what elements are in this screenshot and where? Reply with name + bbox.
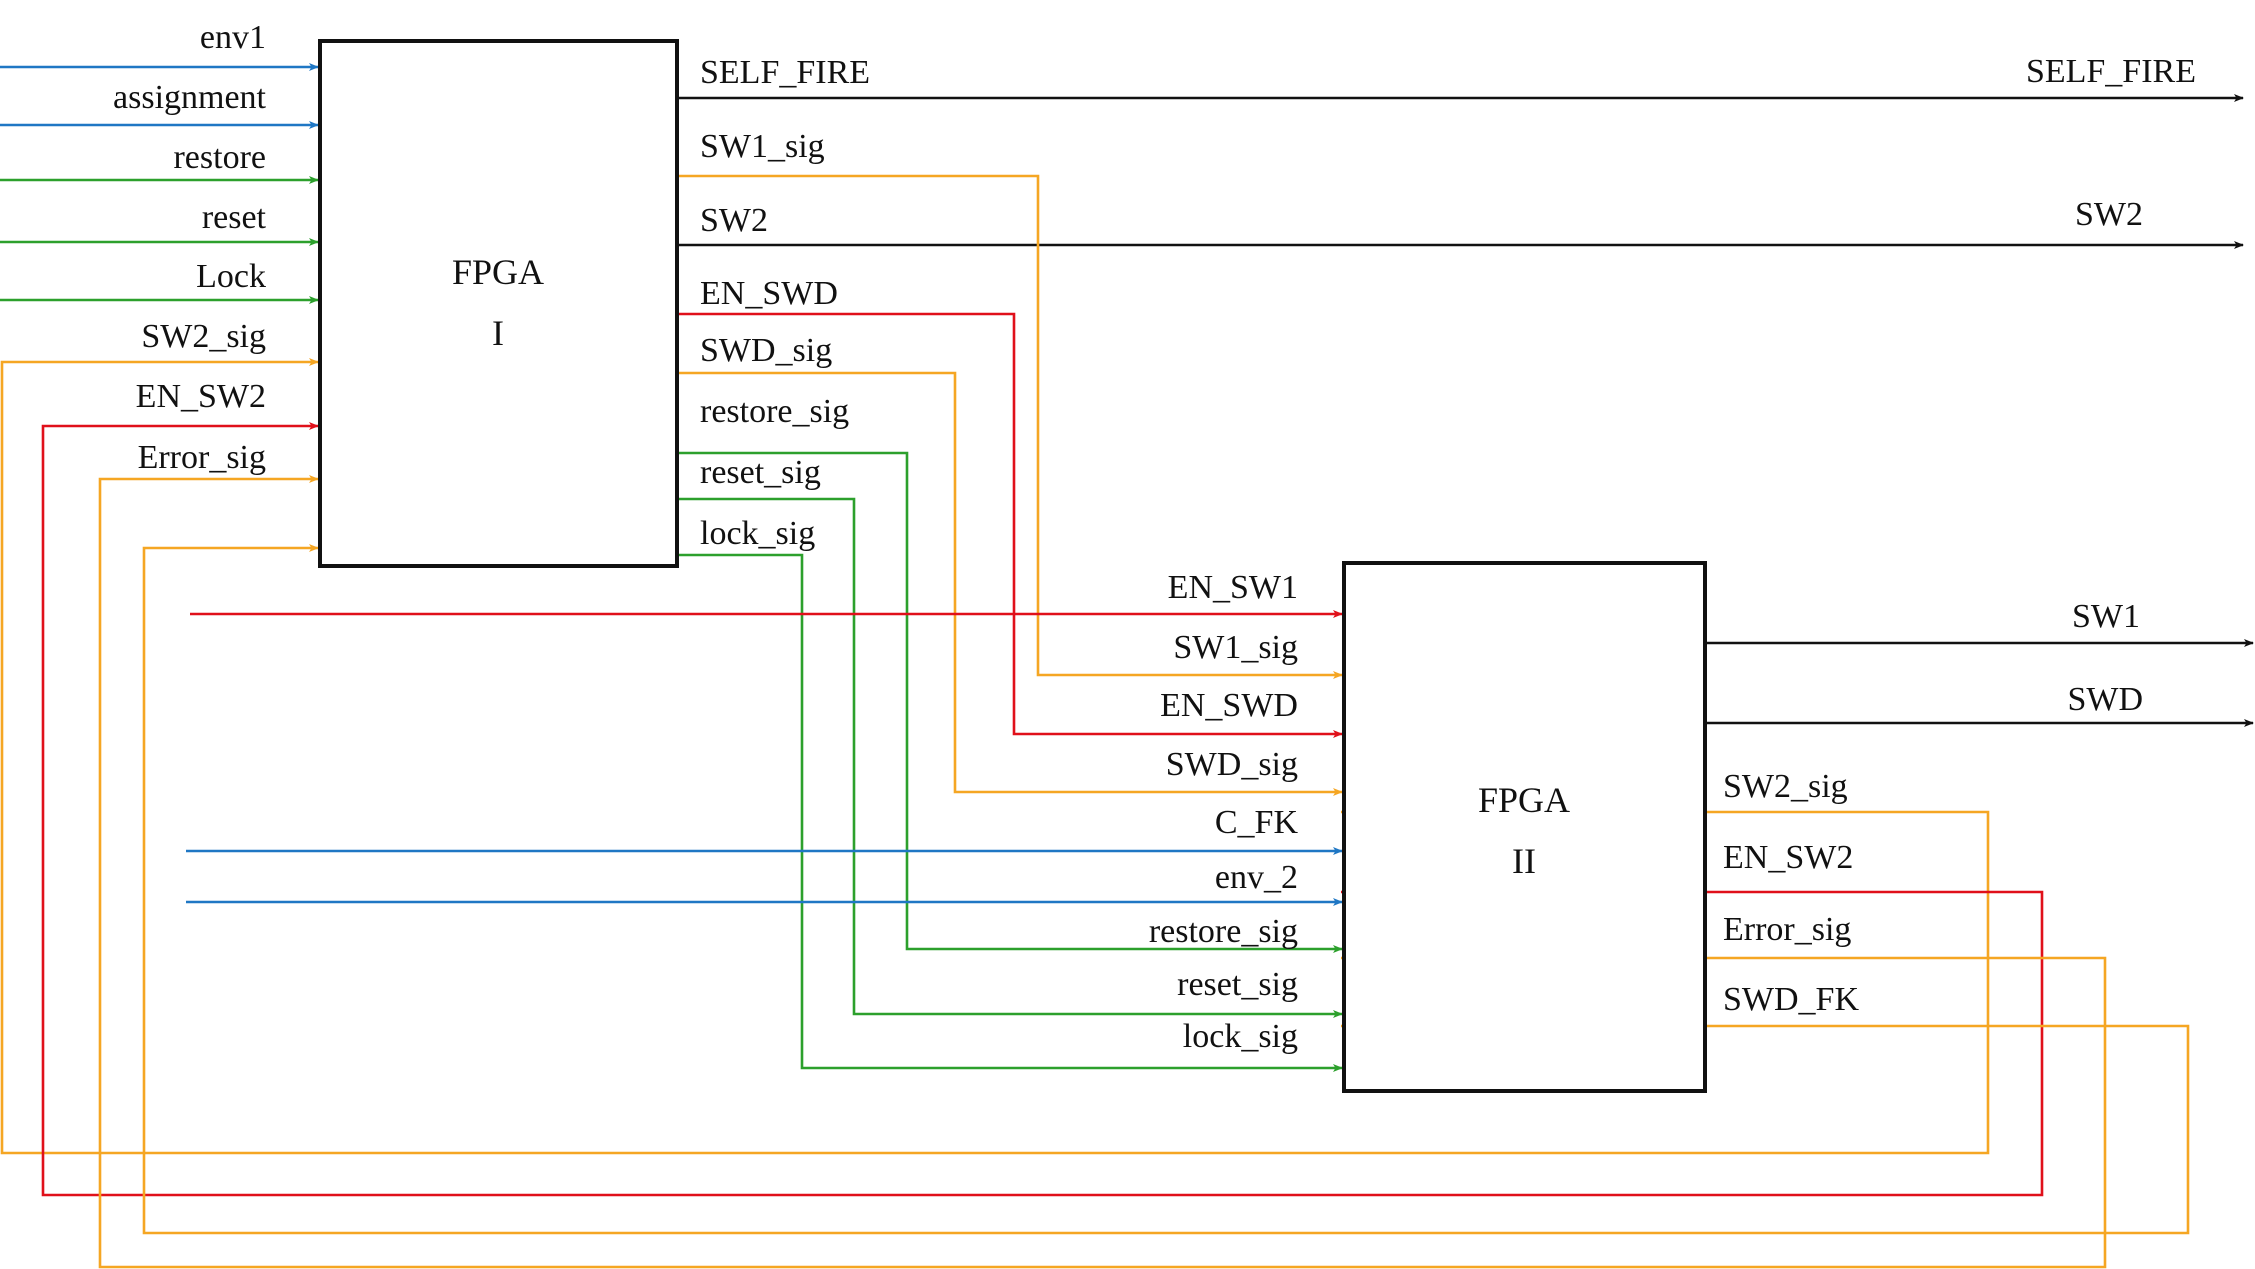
fpga1-title-line1: FPGA [452, 252, 544, 292]
fpga1-title-line2: I [492, 313, 504, 353]
fpga2-input-label: restore_sig [1149, 913, 1298, 950]
fpga1-output-label: SW1_sig [700, 128, 825, 165]
wire-sw2-sig-feedback [0, 358, 1990, 1155]
self-fire-out-label: SELF_FIRE [2026, 53, 2196, 90]
fpga1-input-label: env1 [200, 19, 266, 56]
fpga1-output-label: restore_sig [700, 393, 849, 430]
fpga2-output-label: SWD_FK [1723, 981, 1859, 1018]
fpga1-input-label: assignment [113, 79, 267, 116]
wire-swd-fk-feedback [142, 544, 2190, 1235]
fpga1-output-label: SW2 [700, 202, 768, 239]
fpga2-output-label: Error_sig [1723, 911, 1851, 948]
fpga1-output-labels: SELF_FIRE SW1_sig SW2 EN_SWD SWD_sig res… [700, 54, 870, 552]
sw2-out-label: SW2 [2075, 196, 2143, 233]
fpga2-input-label: SWD_sig [1166, 746, 1298, 783]
fpga1-output-label: EN_SWD [700, 275, 838, 312]
fpga1-input-label: reset [202, 199, 267, 236]
wire-error-sig-feedback [98, 475, 2107, 1269]
fpga1-input-label: Lock [196, 258, 266, 295]
fpga2-input-label: EN_SW1 [1168, 569, 1298, 606]
fpga2-input-label: SW1_sig [1173, 629, 1298, 666]
fpga2-output-label: SW1 [2072, 598, 2140, 635]
fpga1-output-label: reset_sig [700, 454, 821, 491]
fpga2-input-label: reset_sig [1177, 966, 1298, 1003]
fpga2-input-label: C_FK [1215, 804, 1299, 841]
wires [0, 63, 2254, 1269]
fpga1-output-label: lock_sig [700, 515, 815, 552]
wire-lock-sig [677, 553, 1343, 1072]
wire-swd-sig [677, 371, 1343, 796]
fpga2-box [1342, 561, 1707, 1093]
fpga1-block: FPGA I [318, 39, 679, 568]
fpga1-input-labels: env1 assignment restore reset Lock SW2_s… [113, 19, 267, 476]
external-output-labels: SELF_FIRE SW2 [2026, 53, 2196, 233]
fpga2-output-labels: SW1 SWD SW2_sig EN_SW2 Error_sig SWD_FK [1723, 598, 2143, 1018]
fpga1-output-label: SELF_FIRE [700, 54, 870, 91]
fpga2-output-label: EN_SW2 [1723, 839, 1853, 876]
fpga1-input-label: Error_sig [138, 439, 266, 476]
fpga2-output-label: SWD [2067, 681, 2143, 718]
wire-en-sw2-feedback [41, 422, 2044, 1197]
fpga2-title-line2: II [1512, 841, 1536, 881]
fpga2-input-label: lock_sig [1183, 1018, 1298, 1055]
fpga2-output-label: SW2_sig [1723, 768, 1848, 805]
wire-reset-sig [677, 497, 1343, 1018]
fpga2-input-labels: EN_SW1 SW1_sig EN_SWD SWD_sig C_FK env_2… [1149, 569, 1299, 1055]
fpga1-box [318, 39, 679, 568]
fpga1-input-label: EN_SW2 [136, 378, 266, 415]
fpga1-input-label: SW2_sig [141, 318, 266, 355]
wire-sw1-sig [677, 174, 1343, 679]
fpga2-input-label: EN_SWD [1160, 687, 1298, 724]
wire-en-swd [677, 312, 1343, 738]
fpga1-input-label: restore [173, 139, 266, 176]
fpga2-input-label: env_2 [1215, 859, 1298, 896]
fpga2-block: FPGA II [1342, 561, 1707, 1093]
fpga1-output-label: SWD_sig [700, 332, 832, 369]
wire-restore-sig [677, 451, 1343, 953]
fpga2-title-line1: FPGA [1478, 780, 1570, 820]
